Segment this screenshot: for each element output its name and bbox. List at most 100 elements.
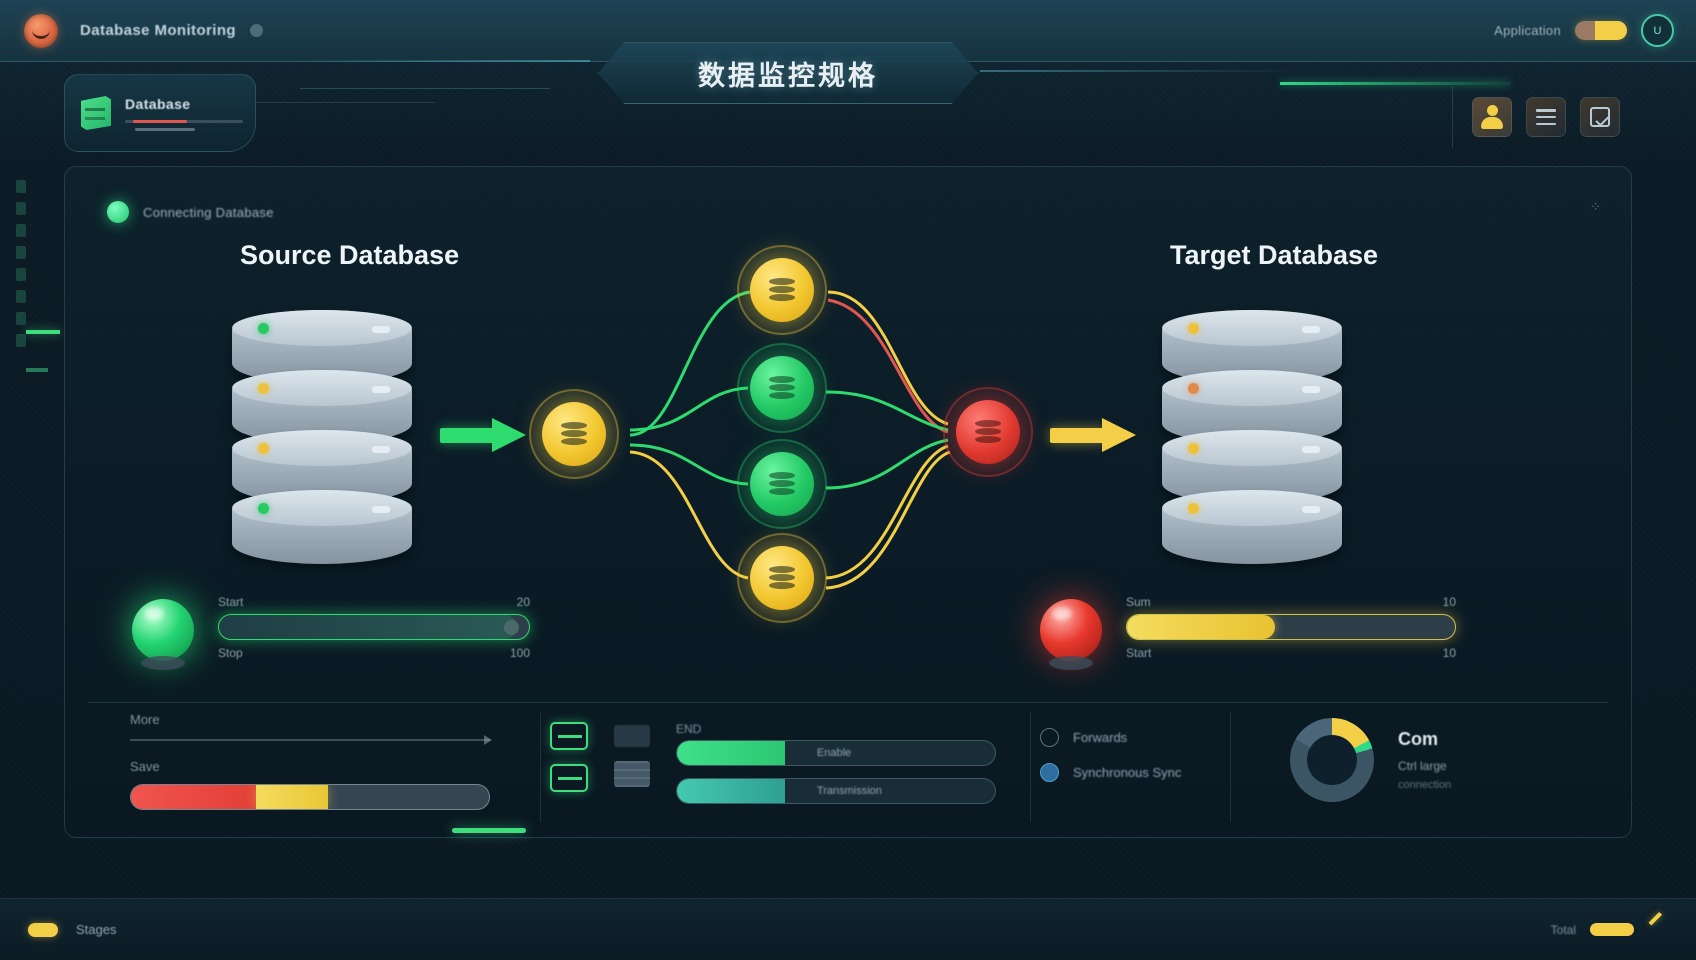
- radio-icon[interactable]: [1040, 728, 1059, 747]
- flow-node-branch-1[interactable]: [737, 245, 827, 335]
- db-disk: [1162, 490, 1342, 564]
- menu-button[interactable]: [1526, 97, 1566, 137]
- disk-slot-icon: [372, 506, 390, 513]
- target-database-stack: [1162, 310, 1342, 564]
- status-bar-right-label: Total: [1550, 922, 1576, 937]
- bottom-mid-bars: END Enable Transmission: [676, 722, 996, 816]
- flow-node-branch-3[interactable]: [737, 439, 827, 529]
- bottom-left-segment-bar[interactable]: [130, 784, 490, 810]
- source-gauge-bottom-value: 100: [509, 646, 530, 660]
- rail-accent: [26, 368, 48, 372]
- edit-pen-icon[interactable]: [1648, 920, 1668, 940]
- database-node-icon: [561, 422, 587, 446]
- disk-slot-icon: [1302, 506, 1320, 513]
- thumb-placeholder: [614, 725, 650, 747]
- rect-list-icon[interactable]: [550, 764, 588, 792]
- top-toggle-pill[interactable]: [1575, 21, 1627, 40]
- bottom-mid-bar-2-label: Transmission: [816, 785, 882, 797]
- bottom-vdivider: [540, 712, 541, 822]
- bottom-mid-bar-1[interactable]: Enable: [676, 740, 996, 766]
- user-icon: [1479, 104, 1505, 130]
- disk-led-icon: [1188, 503, 1199, 514]
- circuit-line-accent: [1280, 82, 1510, 85]
- source-gauge-top-value: 20: [516, 595, 530, 609]
- flow-arrow-in: [440, 418, 526, 452]
- source-gauge-stack: Start 20 Stop 100: [218, 595, 530, 665]
- status-bar: Stages Total: [0, 898, 1696, 960]
- disk-led-icon: [258, 383, 269, 394]
- top-bar-right-label: Application: [1494, 23, 1561, 38]
- thumb-striped: [614, 761, 650, 787]
- flow-arrow-out: [1050, 418, 1136, 452]
- radio-icon-selected[interactable]: [1040, 763, 1059, 782]
- target-gauge-top-line: Sum 10: [1126, 595, 1456, 609]
- tab-progress-bar-secondary: [135, 127, 195, 131]
- target-gauge-bottom-label: Start: [1126, 646, 1152, 660]
- tab-database[interactable]: Database: [64, 74, 256, 152]
- status-bar-right-pill[interactable]: [1590, 923, 1634, 936]
- app-title: Database Monitoring: [80, 22, 236, 39]
- avatar[interactable]: U: [1641, 14, 1674, 47]
- bottom-left-group: More Save: [130, 712, 492, 810]
- disk-slot-icon: [372, 386, 390, 393]
- flow-node-source[interactable]: [529, 389, 619, 479]
- source-gauge-bottom-line: Stop 100: [218, 646, 530, 660]
- gauge-knob[interactable]: [504, 620, 519, 635]
- flow-node-target[interactable]: [943, 387, 1033, 477]
- source-gauge-top-label: Start: [218, 595, 244, 609]
- green-status-orb: [132, 599, 194, 670]
- bottom-divider: [88, 702, 1608, 703]
- user-profile-button[interactable]: [1472, 97, 1512, 137]
- status-bar-right: Total: [1551, 920, 1668, 940]
- target-gauge-top-label: Sum: [1126, 595, 1151, 609]
- target-gauge-bar[interactable]: [1126, 614, 1456, 640]
- bottom-mid-thumbs: [614, 722, 650, 816]
- source-database-heading: Source Database: [240, 240, 460, 270]
- status-indicator-dot: [107, 201, 129, 223]
- source-gauge-bottom-label: Stop: [218, 646, 243, 660]
- rail-accent: [26, 330, 60, 334]
- option-row[interactable]: Synchronous Sync: [1040, 763, 1250, 782]
- source-gauge-group: Start 20 Stop 100: [132, 595, 530, 670]
- bottom-mid-bar-2[interactable]: Transmission: [676, 778, 996, 804]
- connection-status-label: Connecting Database: [143, 204, 274, 220]
- target-gauge-stack: Sum 10 Start 10: [1126, 595, 1456, 665]
- donut-text: Com Ctrl large connection: [1398, 729, 1451, 791]
- disk-led-icon: [258, 443, 269, 454]
- database-box-icon: [81, 96, 111, 130]
- donut-subtitle-2: connection: [1398, 779, 1452, 791]
- bottom-left-track[interactable]: [130, 735, 492, 745]
- toolbar: [1452, 86, 1632, 148]
- disk-led-icon: [1188, 443, 1199, 454]
- disk-slot-icon: [1302, 446, 1320, 453]
- donut-widget: Com Ctrl large connection: [1290, 718, 1451, 802]
- flow-node-branch-2[interactable]: [737, 343, 827, 433]
- bottom-accent-bar: [452, 828, 526, 833]
- target-gauge-group: Sum 10 Start 10: [1040, 595, 1456, 670]
- target-gauge-top-value: 10: [1442, 595, 1456, 609]
- bottom-left-label-2: Save: [130, 759, 160, 774]
- bottom-right-options: Forwards Synchronous Sync: [1040, 728, 1250, 798]
- option-row[interactable]: Forwards: [1040, 728, 1250, 747]
- rect-list-icon[interactable]: [550, 722, 588, 750]
- status-bar-pill[interactable]: [28, 922, 58, 937]
- circuit-line: [980, 70, 1300, 72]
- tab-progress-bar: [125, 119, 243, 123]
- bottom-vdivider: [1030, 712, 1031, 822]
- menu-icon: [1536, 109, 1556, 125]
- disk-led-icon: [258, 503, 269, 514]
- bottom-mid-icons: [550, 722, 588, 816]
- database-node-icon: [769, 278, 795, 302]
- db-disk: [232, 490, 412, 564]
- page-title: 数据监控规格: [698, 60, 878, 91]
- header-banner: 数据监控规格: [598, 42, 978, 104]
- source-database-stack: [232, 310, 412, 564]
- checkbox-button[interactable]: [1580, 97, 1620, 137]
- flow-node-branch-4[interactable]: [737, 533, 827, 623]
- settings-dots-icon[interactable]: ⁘: [1590, 199, 1603, 214]
- disk-led-icon: [1188, 323, 1199, 334]
- source-gauge-bar[interactable]: [218, 614, 530, 640]
- app-logo-icon[interactable]: [24, 13, 58, 48]
- disk-slot-icon: [372, 446, 390, 453]
